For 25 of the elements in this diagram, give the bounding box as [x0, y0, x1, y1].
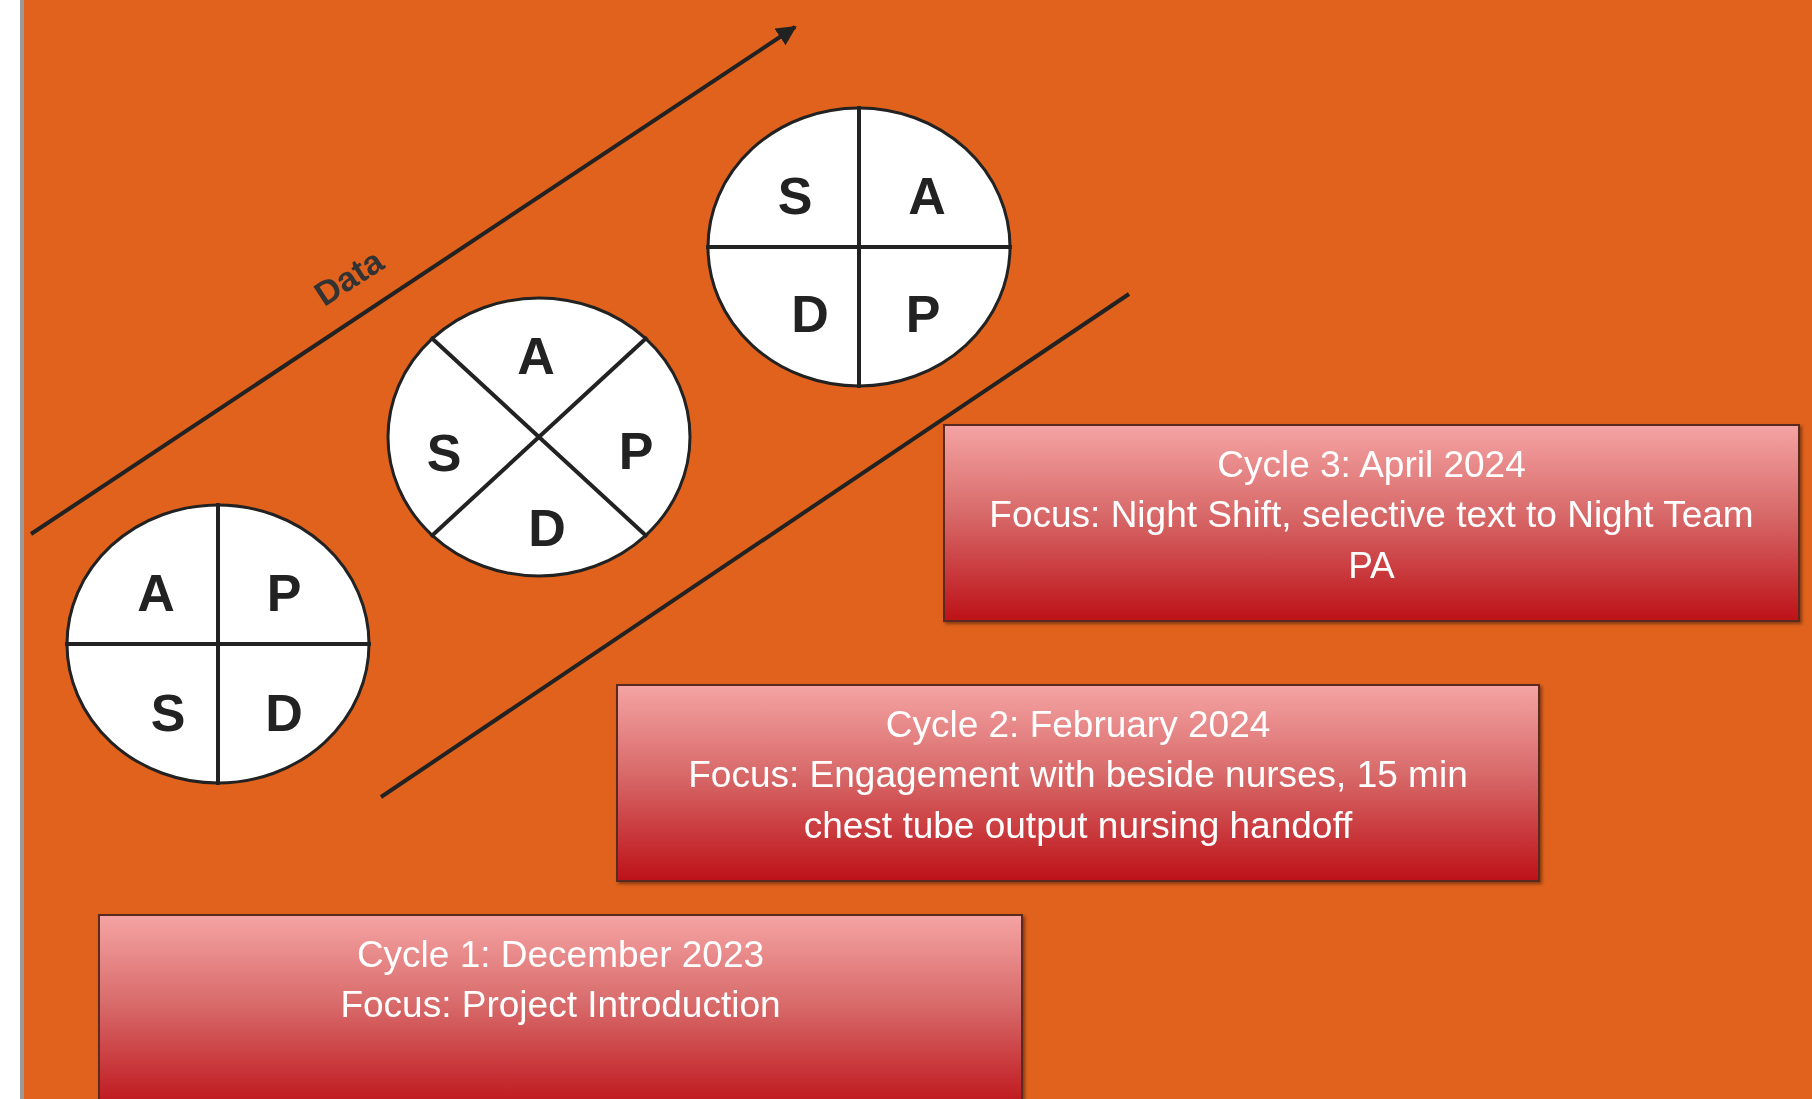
- cycle-heading: Cycle 2: February 2024: [885, 703, 1271, 747]
- quadrant-letter: S: [777, 170, 813, 222]
- quadrant-letter: P: [266, 567, 302, 619]
- cycle-focus-text: Focus: Project Introduction: [340, 983, 781, 1028]
- quadrant-letter: A: [517, 330, 555, 382]
- quadrant-letter: D: [528, 502, 566, 554]
- cycle-heading: Cycle 3: April 2024: [1217, 443, 1526, 487]
- quadrant-letter: P: [905, 288, 941, 340]
- pdsa-cycle-circle: [706, 106, 1012, 388]
- quadrant-letter: S: [426, 427, 462, 479]
- cycle-box: [943, 424, 1800, 622]
- quadrant-letter: A: [908, 170, 946, 222]
- cycle-box: [616, 684, 1540, 882]
- cycle-focus-text: Focus: Engagement with beside nurses, 15 min chest tube output nursing handoff: [687, 753, 1469, 848]
- pdsa-cycle-circle: [65, 503, 371, 785]
- cycle-box: [98, 914, 1023, 1099]
- pdsa-cycle-circle: [386, 296, 692, 578]
- quadrant-letter: D: [791, 288, 829, 340]
- cycle-focus-text: Focus: Night Shift, selective text to Night Team PA: [988, 493, 1755, 588]
- cycle-heading: Cycle 1: December 2023: [356, 933, 765, 977]
- arrow-label: Data: [307, 241, 391, 314]
- quadrant-letter: P: [618, 425, 654, 477]
- quadrant-letter: S: [150, 687, 186, 739]
- quadrant-letter: A: [137, 567, 175, 619]
- quadrant-letter: D: [265, 687, 303, 739]
